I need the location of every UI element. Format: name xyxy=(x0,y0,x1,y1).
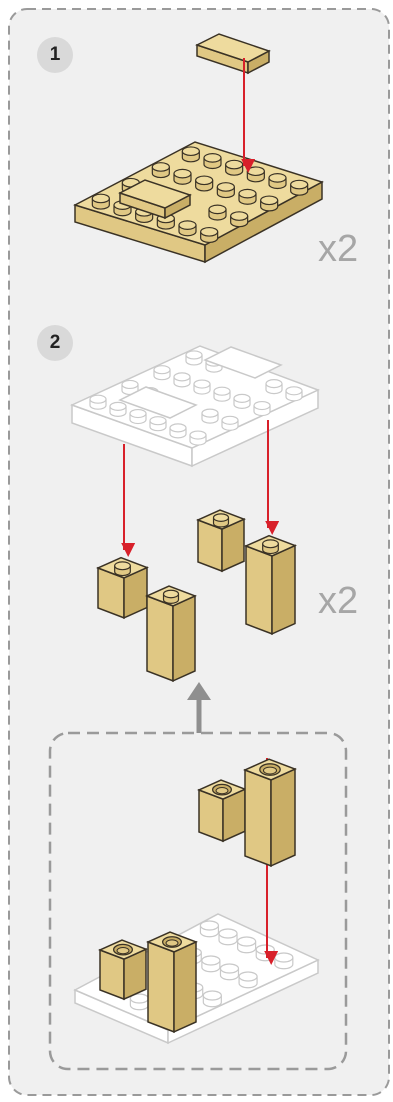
stud xyxy=(173,372,191,388)
stud xyxy=(233,393,251,409)
brick-1x1-short-hollow xyxy=(197,779,247,843)
stud xyxy=(181,146,200,163)
tile-1x2-brick xyxy=(195,33,271,75)
subassembly-arrow xyxy=(187,682,211,735)
stud xyxy=(221,415,239,431)
stud xyxy=(178,220,197,237)
stud xyxy=(121,379,139,396)
brick-1x1-tall xyxy=(145,585,197,683)
stud xyxy=(213,386,231,402)
stud xyxy=(114,561,131,577)
stud xyxy=(246,166,265,183)
stud xyxy=(149,416,167,432)
stud xyxy=(199,920,220,938)
stud xyxy=(208,204,227,221)
stud xyxy=(169,423,187,439)
stud xyxy=(219,963,240,981)
stud xyxy=(201,408,219,424)
stud xyxy=(218,928,238,946)
step-1-diagram xyxy=(73,33,324,264)
stud xyxy=(201,955,221,973)
stud xyxy=(262,539,279,555)
stud xyxy=(202,990,222,1008)
step-1-quantity: x2 xyxy=(318,228,359,270)
brick-1x1-short-hollow xyxy=(98,939,148,1001)
brick-1x1-short xyxy=(96,556,149,620)
brick-1x1-tall-hollow xyxy=(146,931,198,1034)
stud xyxy=(89,394,107,410)
stud xyxy=(265,379,283,395)
stud xyxy=(274,952,294,970)
tile-1x2-on-plate xyxy=(118,179,192,220)
stud xyxy=(260,195,279,212)
stud xyxy=(195,175,214,192)
stud xyxy=(238,188,257,205)
stud xyxy=(129,408,147,425)
stud xyxy=(173,168,192,185)
step-2-number: 2 xyxy=(37,325,73,361)
stud xyxy=(225,159,244,176)
stud xyxy=(230,211,249,228)
stud xyxy=(290,179,309,196)
stud xyxy=(153,365,171,381)
stud xyxy=(189,430,207,446)
callout-bricks xyxy=(98,758,297,1034)
stud xyxy=(255,944,275,962)
brick-1x1-tall xyxy=(244,534,297,636)
stud xyxy=(268,173,287,190)
step-1-number: 1 xyxy=(37,37,73,73)
stud xyxy=(216,182,235,199)
stud xyxy=(129,993,149,1011)
stud xyxy=(285,386,303,402)
stud xyxy=(237,936,257,954)
stud xyxy=(203,153,222,170)
stud xyxy=(109,401,127,417)
brick-1x1-tall-hollow xyxy=(243,758,297,868)
step-2-bricks xyxy=(96,509,297,683)
stud xyxy=(212,513,230,528)
stud xyxy=(91,193,110,210)
stud xyxy=(193,379,211,395)
brick-1x1-short xyxy=(196,509,246,573)
ghost-plate xyxy=(70,345,320,468)
stud xyxy=(238,971,258,989)
stud xyxy=(162,589,180,604)
step-2-diagram xyxy=(48,345,348,1071)
stud xyxy=(151,162,170,179)
stud xyxy=(200,226,219,243)
step-2-quantity: x2 xyxy=(318,580,359,622)
stud xyxy=(253,400,271,417)
stud xyxy=(185,350,203,366)
